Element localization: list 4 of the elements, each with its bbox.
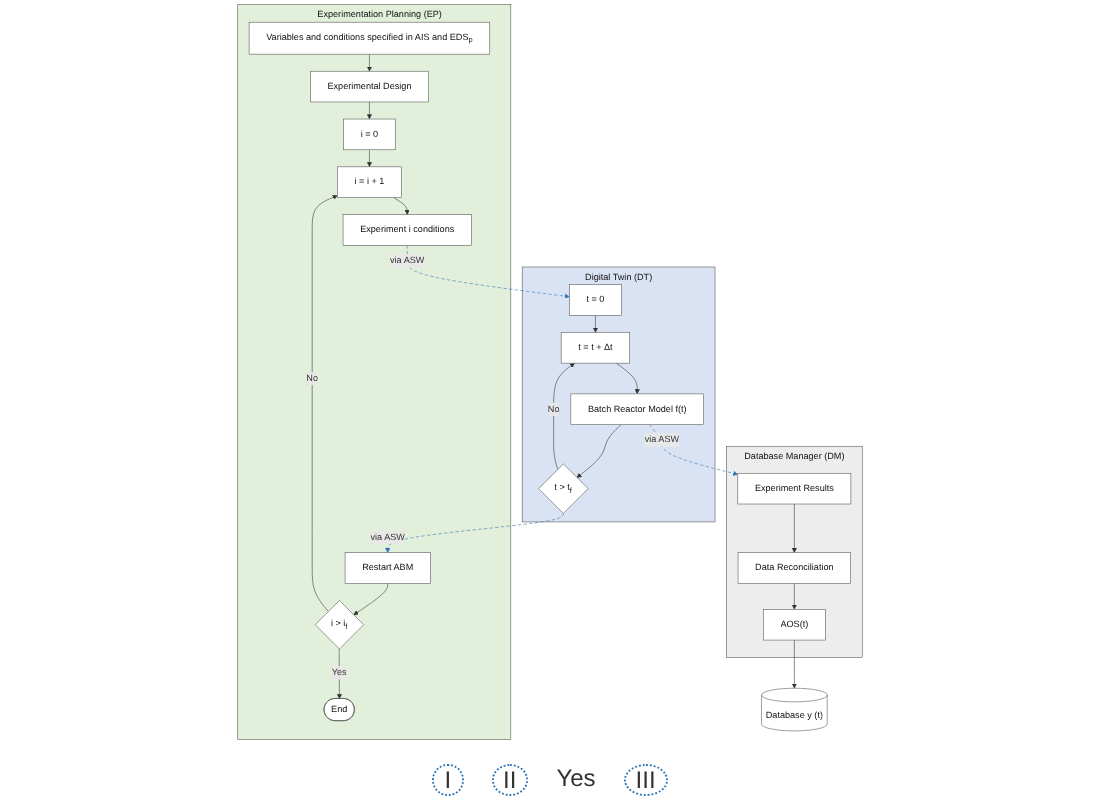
- callout-number: II: [491, 764, 529, 796]
- label-text: Yes: [556, 764, 596, 796]
- callout-number: I: [432, 764, 464, 796]
- callout-number: III: [623, 764, 668, 796]
